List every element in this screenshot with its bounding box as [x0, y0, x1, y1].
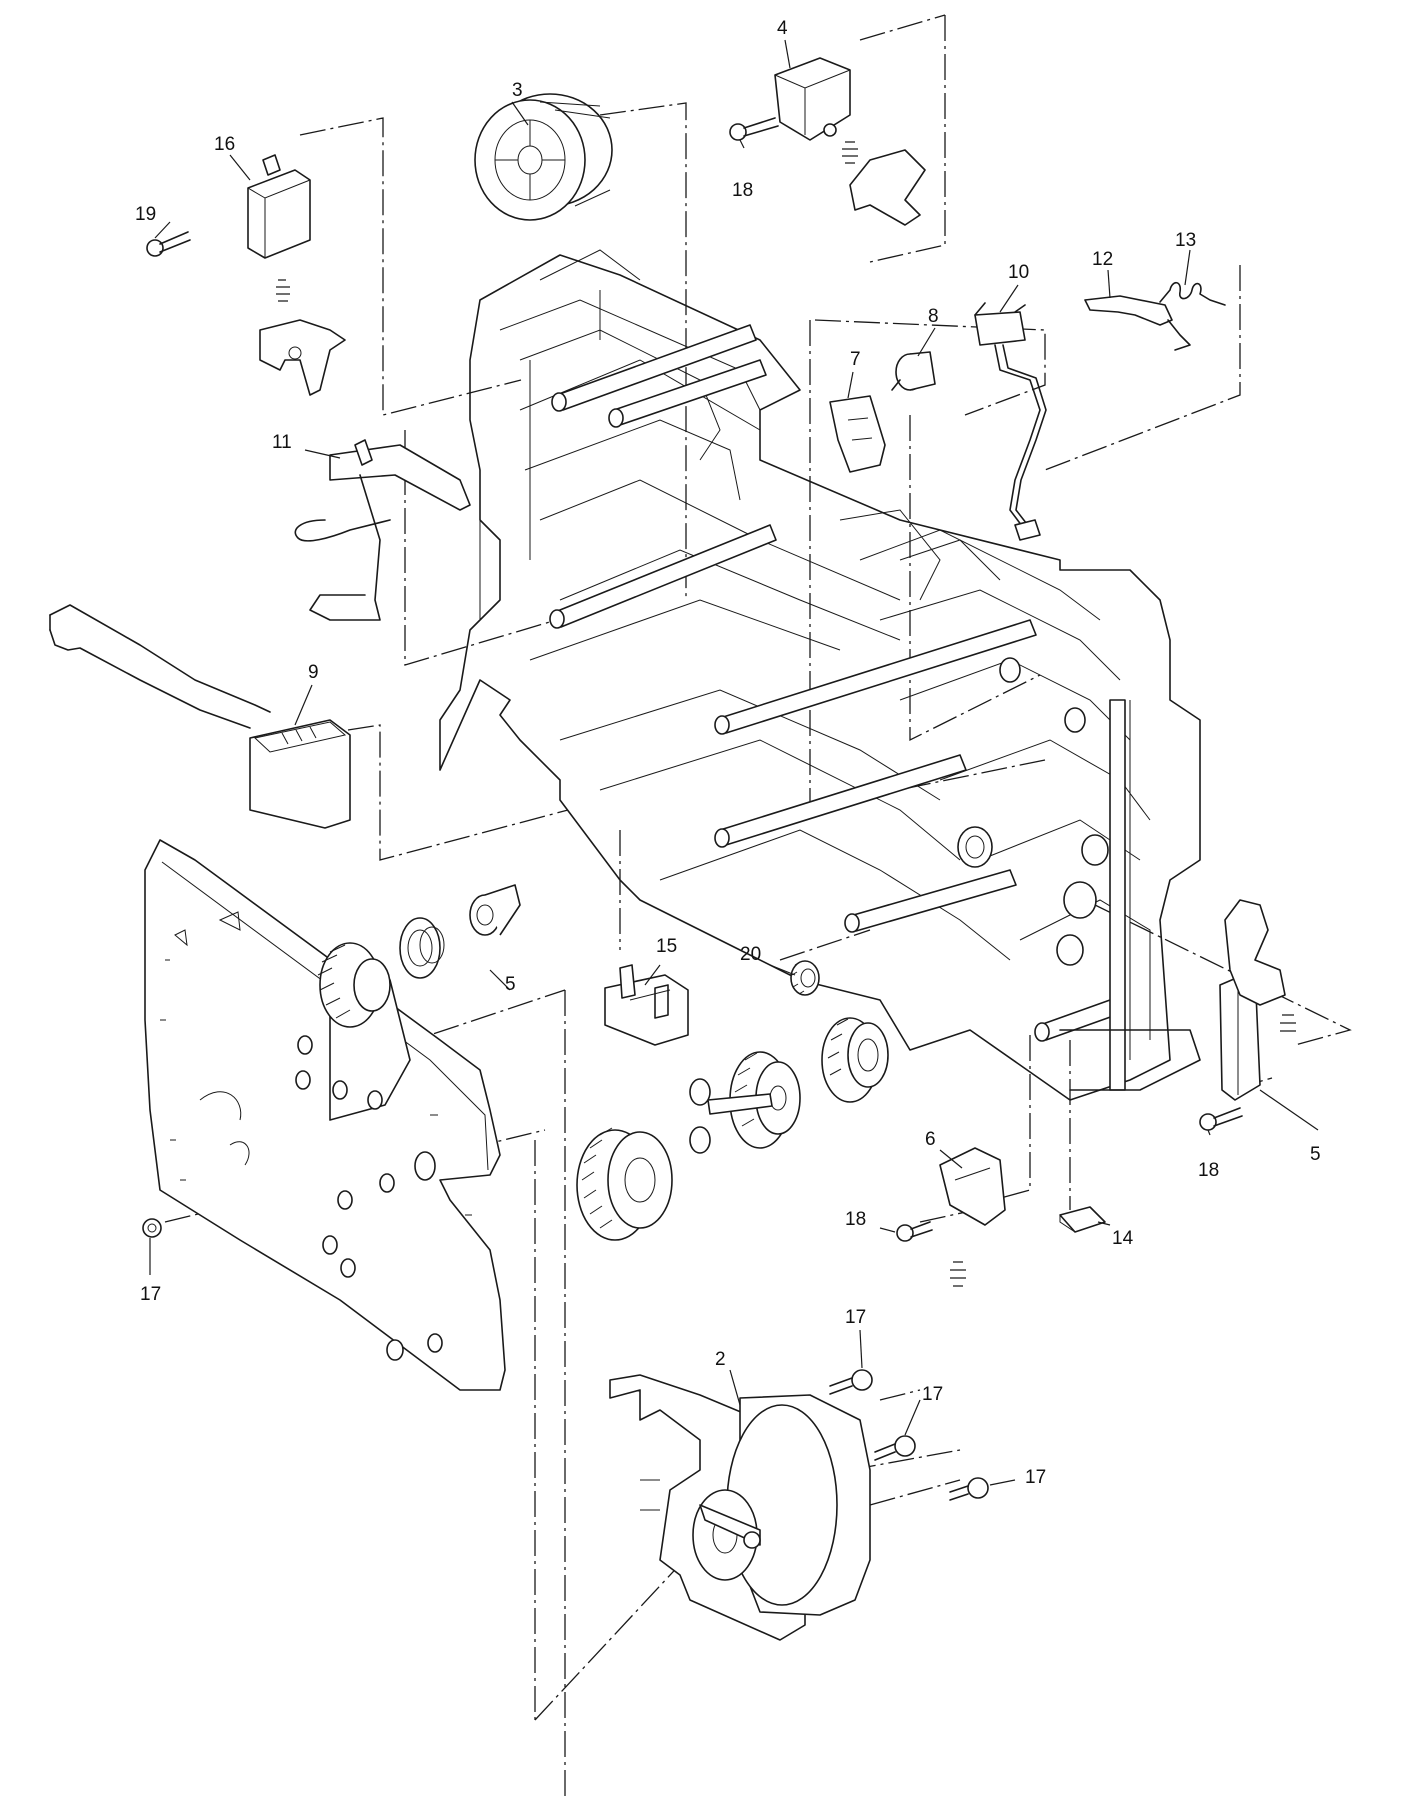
callout-12: 12 [1092, 249, 1113, 270]
callout-14: 14 [1112, 1228, 1134, 1249]
main-chassis [439, 249, 1201, 1101]
part-17-screw-left [142, 1218, 162, 1238]
lever-right [1224, 899, 1286, 1006]
assembly-center-lines [164, 14, 1352, 1800]
callout-15: 15 [656, 936, 677, 957]
part-14-pad [1059, 1206, 1106, 1233]
callout-10: 10 [1008, 262, 1029, 283]
callout-19: 19 [135, 204, 156, 225]
chassis-shafts [549, 324, 1117, 1042]
callout-11: 11 [272, 432, 292, 453]
callout-17-motor-low: 17 [1025, 1467, 1046, 1488]
callout-5: 5 [1310, 1144, 1321, 1165]
part-3-roller [474, 93, 613, 221]
part-13-spring [1159, 281, 1226, 351]
part-10-sensor [974, 302, 1047, 541]
callout-18-top: 18 [732, 180, 753, 201]
part-1-clutch [317, 884, 521, 1028]
part-7-plate [829, 395, 886, 473]
callout-7: 7 [850, 349, 861, 370]
callout-13: 13 [1175, 230, 1196, 251]
part-2-motor [609, 1374, 871, 1641]
callout-16: 16 [214, 134, 235, 155]
callout-leader-lines [149, 39, 1319, 1486]
callout-labels: 5 2 3 4 5 6 7 8 9 10 11 12 13 14 15 16 1… [135, 18, 1321, 1488]
callout-8: 8 [928, 306, 939, 327]
part-20-gear [790, 960, 820, 996]
side-plate [144, 839, 506, 1391]
gear-train [576, 1017, 889, 1241]
part-18-screw-right [1199, 1107, 1243, 1131]
part-18-screw-top [729, 117, 779, 141]
callout-9: 9 [308, 662, 319, 683]
part-18-screw-mid [896, 1221, 933, 1242]
part-4-solenoid [774, 57, 926, 226]
part-9-board [49, 604, 351, 829]
callout-18-mid: 18 [845, 1209, 866, 1230]
callout-1: 5 [505, 974, 516, 995]
callout-17-side-plate: 17 [140, 1284, 161, 1305]
part-16-solenoid [247, 154, 346, 396]
callout-6: 6 [925, 1129, 936, 1150]
callout-17-motor-mid: 17 [922, 1384, 943, 1405]
callout-17-motor-top: 17 [845, 1307, 866, 1328]
callout-18-right: 18 [1198, 1160, 1219, 1181]
part-11-board [294, 439, 471, 621]
callout-2: 2 [715, 1349, 726, 1370]
callout-3: 3 [512, 80, 523, 101]
part-15-sensor [604, 964, 689, 1046]
part-6-bracket [939, 1147, 1006, 1287]
callout-4: 4 [777, 18, 788, 39]
part-19-screw [146, 231, 191, 257]
part-17-screws-motor [829, 1369, 989, 1501]
part-12-lever [1084, 295, 1173, 326]
part-8-bushing [891, 351, 936, 391]
callout-20: 20 [740, 944, 761, 965]
